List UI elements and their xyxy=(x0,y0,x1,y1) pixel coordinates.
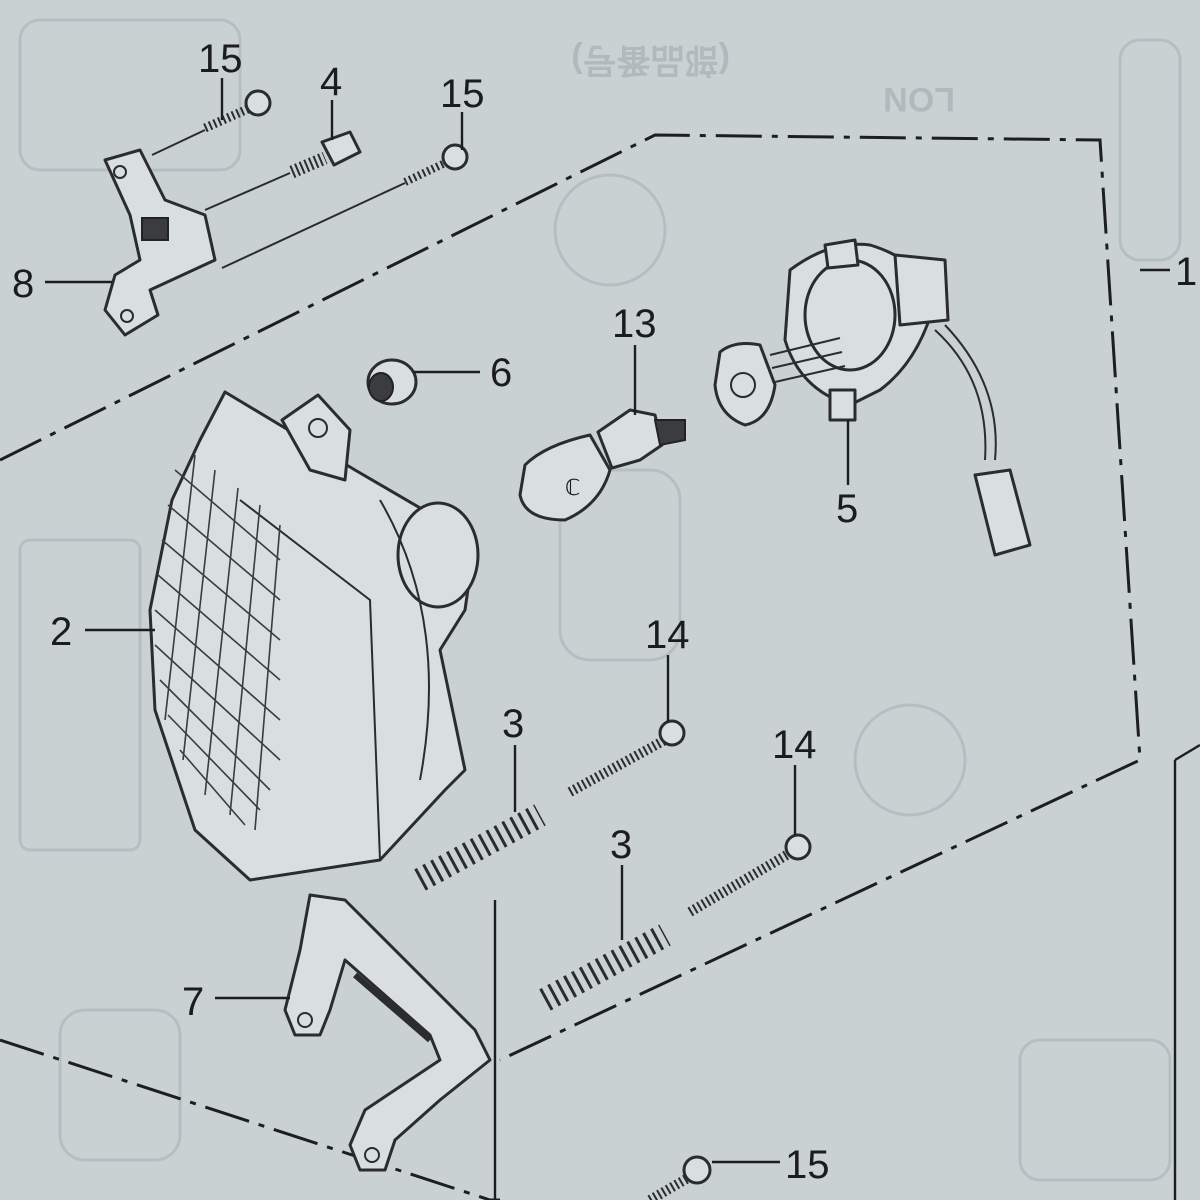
lower-bracket-7 xyxy=(283,893,492,1172)
callout-labels: 15 4 15 1 8 13 6 5 2 14 3 14 3 7 15 xyxy=(12,37,1197,1187)
callout-13: 13 xyxy=(612,302,657,346)
callout-14-lower: 14 xyxy=(772,723,817,767)
svg-text:ℂ: ℂ xyxy=(565,475,580,500)
socket-harness-5 xyxy=(713,238,1032,557)
screw-15-bottom xyxy=(647,1155,712,1200)
assembly-boundary xyxy=(0,133,1200,1200)
leader-lines xyxy=(45,78,1170,1164)
callout-4: 4 xyxy=(320,60,342,104)
ghost-text-lon: LON xyxy=(883,80,955,118)
lamp-lens-2 xyxy=(148,390,480,882)
background-ghost-drawing: (部品番号) LON xyxy=(18,18,1182,1182)
bolt-4 xyxy=(204,130,362,211)
upper-bracket xyxy=(103,148,217,337)
lens-grid xyxy=(154,454,281,831)
screw-14-upper xyxy=(567,719,686,797)
screw-15-top-right xyxy=(221,143,469,269)
spring-3-upper xyxy=(414,804,546,891)
callout-3-upper: 3 xyxy=(502,702,524,746)
callout-5: 5 xyxy=(836,487,858,531)
grommet-6 xyxy=(366,358,418,406)
callout-3-lower: 3 xyxy=(610,823,632,867)
callout-6: 6 xyxy=(490,351,512,395)
callout-8: 8 xyxy=(12,262,34,306)
screw-14-lower xyxy=(687,833,812,917)
callout-15-top-right: 15 xyxy=(440,72,485,116)
callout-1: 1 xyxy=(1175,250,1197,294)
callout-7: 7 xyxy=(182,980,204,1024)
ghost-text-top: (部品番号) xyxy=(571,41,730,79)
callout-2: 2 xyxy=(50,610,72,654)
screw-15-top-left xyxy=(151,89,272,156)
callout-15-top-left: 15 xyxy=(198,37,243,81)
callout-15-bottom: 15 xyxy=(785,1143,830,1187)
bulb-13: ℂ xyxy=(518,408,686,522)
callout-14-upper: 14 xyxy=(645,613,690,657)
